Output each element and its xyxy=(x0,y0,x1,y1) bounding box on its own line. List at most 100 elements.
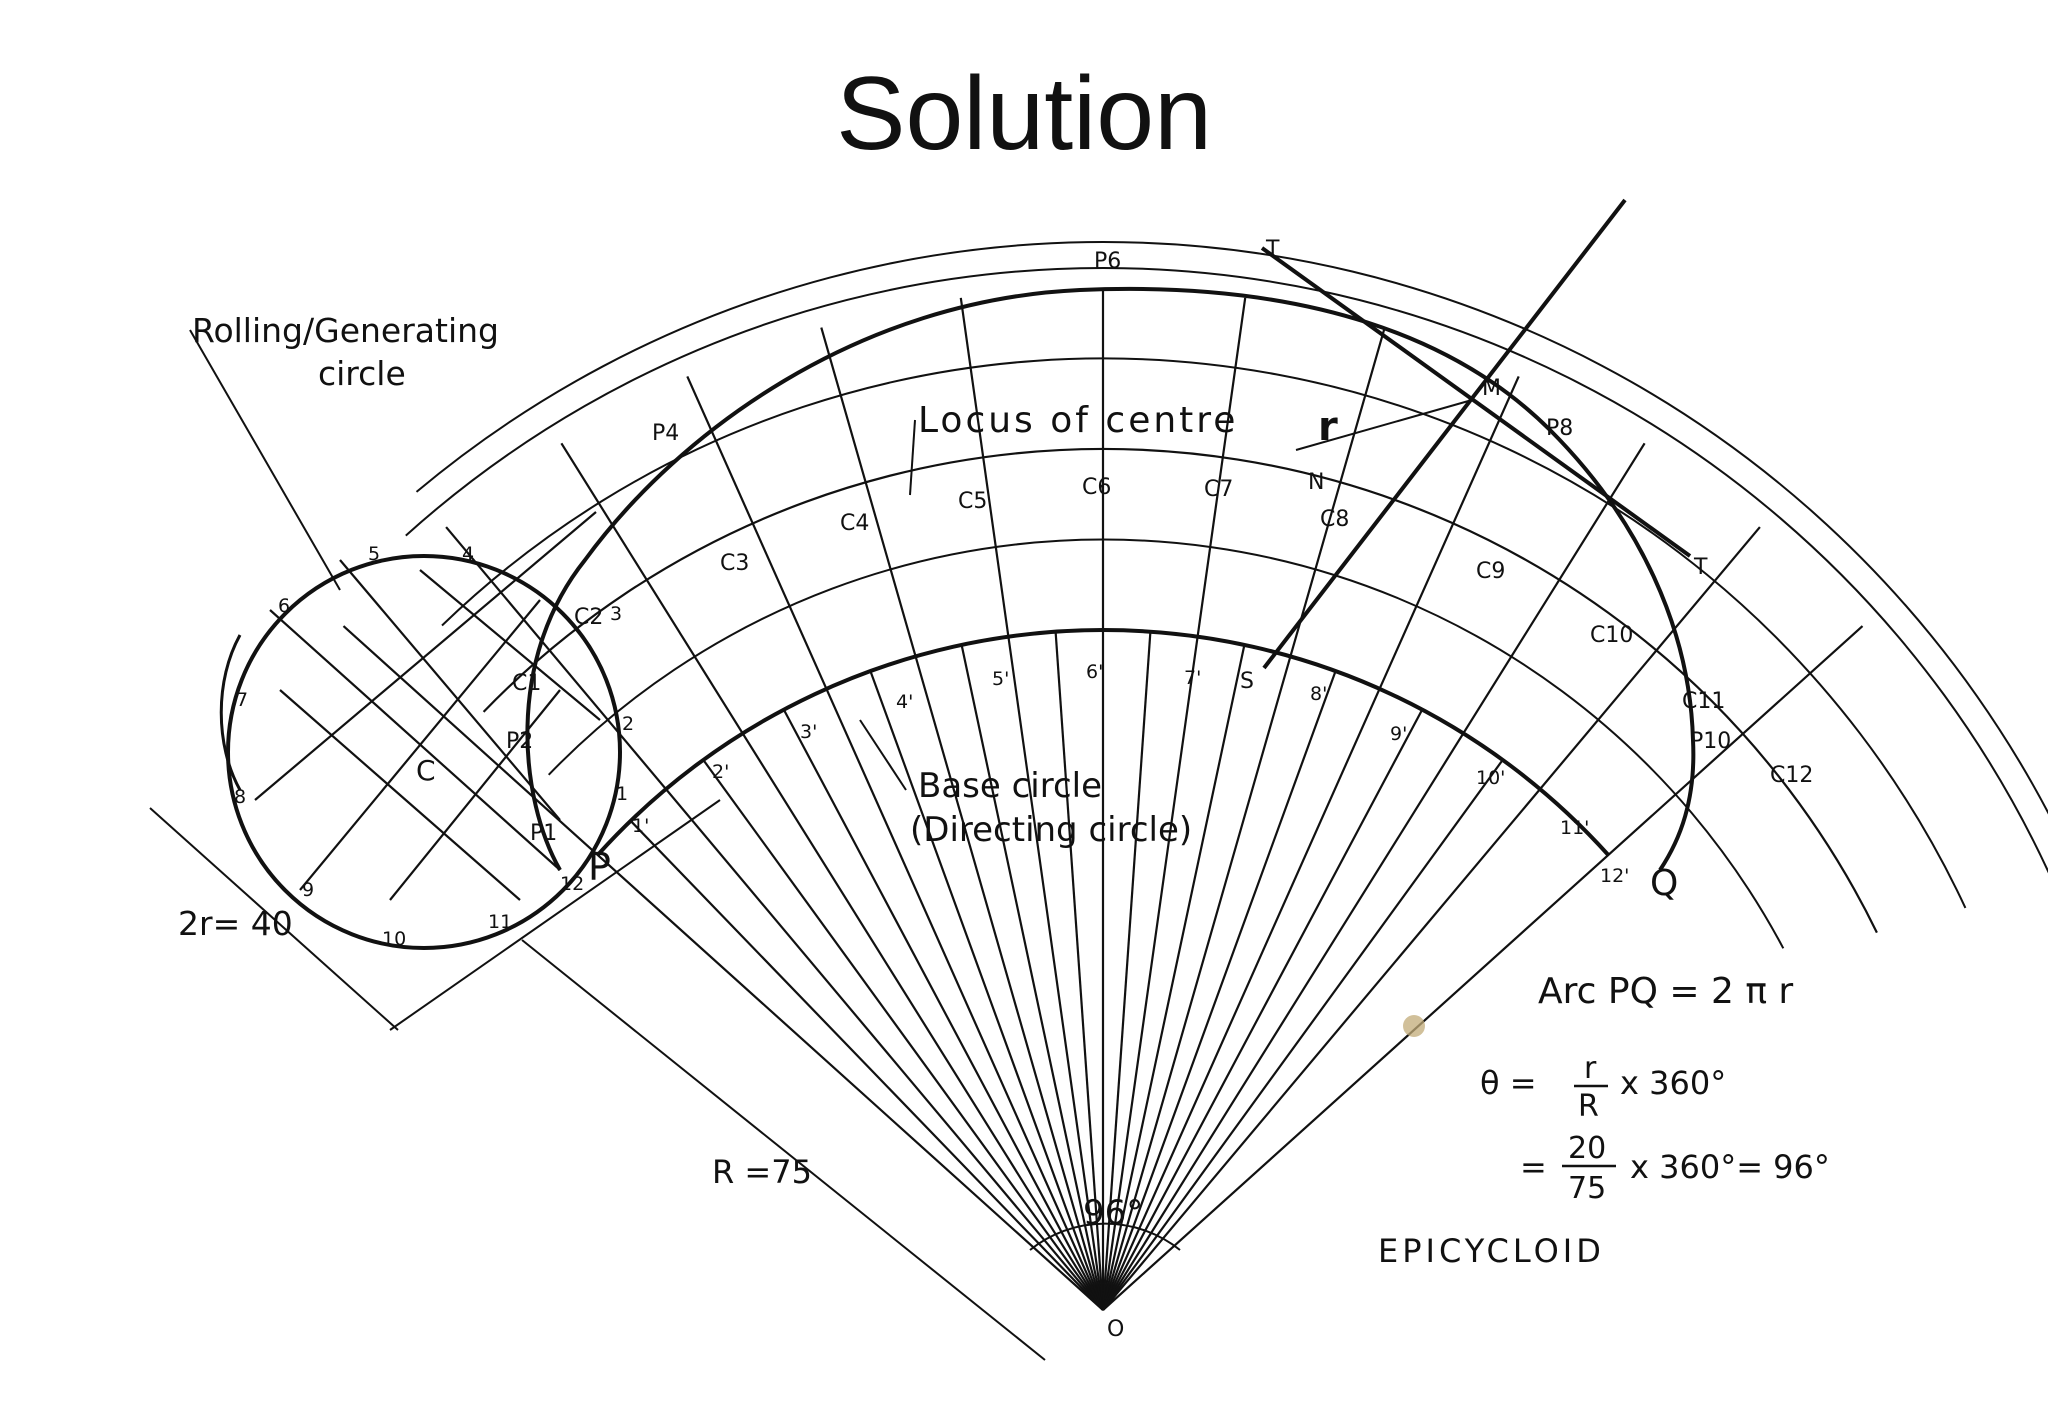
point-n-label: N xyxy=(1308,470,1324,495)
rolling-circle-chord xyxy=(279,689,521,901)
radial-line xyxy=(1101,297,1247,1311)
rolling-circle-label-line1: Rolling/Generating xyxy=(192,311,499,350)
locus-leader xyxy=(909,419,916,496)
centre-point-C7: C7 xyxy=(1204,477,1233,502)
centre-point-C1: C1 xyxy=(512,671,541,696)
circle-point-9: 9 xyxy=(302,879,314,901)
radial-line xyxy=(1102,442,1646,1311)
radial-line-minor xyxy=(1101,631,1152,1311)
small-r-label: r xyxy=(1318,404,1338,450)
normal-line xyxy=(1262,198,1627,670)
circle-point-8: 8 xyxy=(234,786,246,808)
circle-point-5: 5 xyxy=(368,543,380,565)
centre-c-label: C xyxy=(416,754,436,787)
curve-point-P10: P10 xyxy=(1690,729,1731,754)
base-point-9': 9' xyxy=(1390,723,1407,745)
base-point-11': 11' xyxy=(1560,817,1589,839)
radial-line-minor xyxy=(1102,759,1504,1311)
base-circle-label-line1: Base circle xyxy=(918,766,1102,806)
radial-line xyxy=(445,526,1104,1311)
centre-point-C9: C9 xyxy=(1476,559,1505,584)
base-point-7': 7' xyxy=(1184,667,1201,689)
base-point-4': 4' xyxy=(896,691,913,713)
rolling-circle-chord xyxy=(269,609,561,871)
locus-of-centre-arc xyxy=(482,447,1878,934)
point-s-label: S xyxy=(1240,669,1254,694)
angle-label: 96° xyxy=(1083,1193,1143,1233)
arc-pq-formula: Arc PQ = 2 π r xyxy=(1538,971,1793,1012)
rolling-circle-chord xyxy=(299,599,541,891)
radius-r-line xyxy=(1295,399,1473,451)
radial-line-minor xyxy=(960,644,1105,1311)
radial-line-minor xyxy=(1101,670,1337,1311)
radius-dimension-line xyxy=(521,939,1046,1361)
rolling-circle-chord xyxy=(419,569,601,721)
rolling-circle-chord xyxy=(254,511,597,801)
radial-line xyxy=(560,442,1104,1311)
rolling-circle-label-line2: circle xyxy=(318,354,406,393)
diameter-dimension-line xyxy=(149,807,399,1031)
rolling-circle-chord xyxy=(389,689,561,901)
radial-line-minor xyxy=(702,759,1104,1311)
theta-prefix: θ = xyxy=(1480,1064,1537,1102)
centre-point-C12: C12 xyxy=(1770,763,1813,788)
curve-point-P1: P1 xyxy=(530,821,557,846)
base-point-5': 5' xyxy=(992,668,1009,690)
radial-line xyxy=(342,625,1104,1311)
radial-line xyxy=(1102,526,1761,1311)
radial-line-minor xyxy=(629,820,1104,1311)
base-point-3': 3' xyxy=(800,721,817,743)
epicycloid-curve xyxy=(525,286,1696,872)
centre-point-C4: C4 xyxy=(840,511,869,536)
radial-line-minor xyxy=(1054,631,1105,1311)
circle-point-11: 11 xyxy=(488,911,512,933)
stain-dot xyxy=(1403,1015,1425,1037)
radial-line xyxy=(820,327,1105,1311)
centre-point-C5: C5 xyxy=(958,489,987,514)
centre-o-label: O xyxy=(1107,1317,1124,1342)
base-point-12': 12' xyxy=(1600,865,1629,887)
theta-numerator: r xyxy=(1584,1051,1597,1086)
radial-line xyxy=(1101,375,1520,1311)
centre-point-C11: C11 xyxy=(1682,689,1725,714)
concentric-arc-inner xyxy=(547,538,1785,949)
calc-suffix: x 360°= 96° xyxy=(1630,1148,1830,1186)
centre-point-C8: C8 xyxy=(1320,507,1349,532)
radial-line-minor xyxy=(1102,709,1424,1311)
circle-point-10: 10 xyxy=(382,928,406,950)
rolling-circle-leader xyxy=(189,329,341,591)
point-m-label: M xyxy=(1482,376,1501,401)
angle-arc xyxy=(1029,1222,1181,1251)
tangent-t-top-label: T xyxy=(1265,237,1280,262)
base-point-1': 1' xyxy=(632,815,649,837)
centre-point-C3: C3 xyxy=(720,551,749,576)
tangent-line xyxy=(1260,246,1692,558)
rolling-circle-chord xyxy=(339,559,561,821)
base-circle-arc xyxy=(596,628,1610,857)
base-point-6': 6' xyxy=(1086,661,1103,683)
rolling-circle xyxy=(226,554,622,950)
theta-suffix: x 360° xyxy=(1620,1064,1726,1102)
centre-point-C10: C10 xyxy=(1590,623,1633,648)
calc-denominator: 75 xyxy=(1568,1171,1606,1206)
radial-line-minor xyxy=(869,670,1105,1311)
theta-denominator: R xyxy=(1578,1089,1599,1124)
locus-of-centre-label: Locus of centre xyxy=(918,400,1238,441)
main-curves xyxy=(219,198,1696,950)
diameter-label: 2r= 40 xyxy=(178,904,293,943)
radial-line-minor xyxy=(1101,644,1246,1311)
curve-name-label: EPICYCLOID xyxy=(1378,1232,1605,1270)
diameter-extension-line xyxy=(389,799,721,1031)
curve-point-P2: P2 xyxy=(506,729,533,754)
centre-point-C2: C2 xyxy=(574,605,603,630)
point-q-label: Q xyxy=(1650,863,1678,904)
base-point-2': 2' xyxy=(712,761,729,783)
curve-point-P6: P6 xyxy=(1094,249,1121,274)
rotation-arrow xyxy=(219,634,242,791)
outermost-arc xyxy=(415,241,2048,815)
circle-point-7: 7 xyxy=(236,689,248,711)
radial-line xyxy=(1102,625,1864,1311)
circle-point-1: 1 xyxy=(616,783,628,805)
